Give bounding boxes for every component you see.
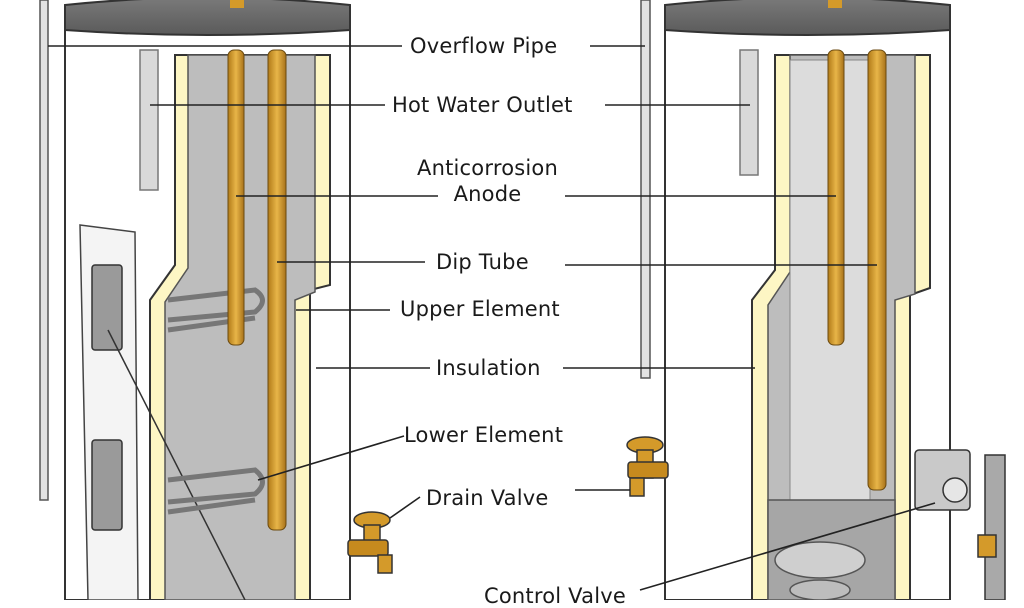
right-drain-valve xyxy=(626,436,669,497)
label-anode: Anode xyxy=(453,182,522,206)
label-anticorrosion: Anticorrosion xyxy=(417,156,558,180)
right-tank-shell xyxy=(626,0,1006,600)
label-drain-valve: Drain Valve xyxy=(426,486,549,510)
left-tank-shell xyxy=(39,0,393,600)
label-lower-element: Lower Element xyxy=(404,423,564,447)
label-upper-element: Upper Element xyxy=(400,297,560,321)
leader-lines xyxy=(48,45,936,591)
label-dip-tube: Dip Tube xyxy=(436,250,529,274)
label-insulation: Insulation xyxy=(436,356,541,380)
control-valve-assembly xyxy=(914,449,1006,600)
left-drain-valve xyxy=(347,511,393,574)
label-control-valve: Control Valve xyxy=(484,584,626,608)
label-overflow-pipe: Overflow Pipe xyxy=(410,34,558,58)
label-hot-water-outlet: Hot Water Outlet xyxy=(392,93,573,117)
